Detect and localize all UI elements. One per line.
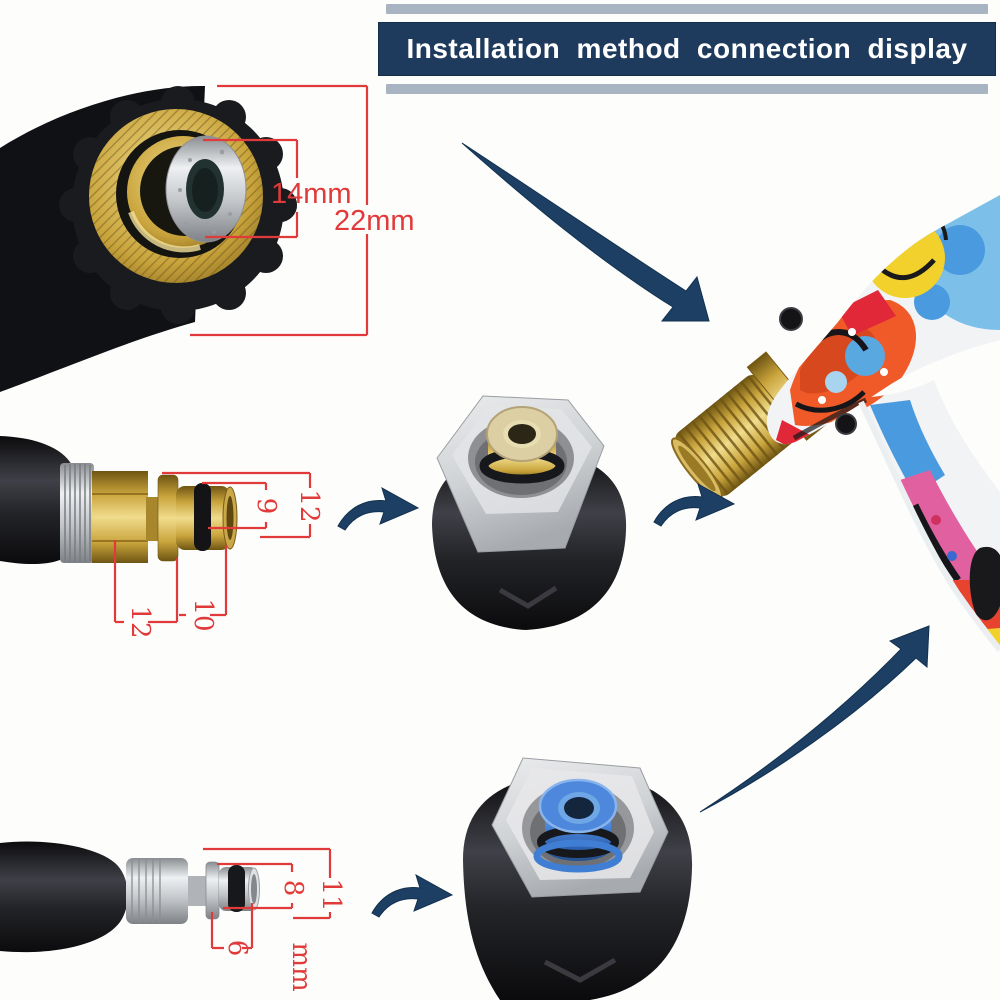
plug-flange [205, 861, 220, 920]
hose-connector-photo [0, 85, 297, 392]
plug-shaft [188, 876, 206, 906]
banner-box: Installation method connection display [378, 22, 996, 76]
plug-tip-bore [251, 874, 257, 904]
hex-facets [92, 493, 148, 542]
dim-label-14mm: 14mm [271, 178, 352, 210]
wand-grip [0, 841, 128, 953]
arrow-wand-to-adapter-bottom [371, 874, 453, 918]
knurl-lines [131, 859, 161, 923]
wand-plug-top-dimensions: 9 12 12 10 [113, 471, 324, 639]
plug-hex-nut [92, 471, 148, 563]
brass-highlight-arc [128, 210, 201, 253]
wand-chrome-plug-photo [0, 841, 260, 953]
arrow-wand-to-adapter [337, 487, 419, 531]
trigger-gun-photo [671, 195, 1000, 652]
gun-brass-thread [671, 351, 826, 500]
gun-screw-upper [779, 307, 803, 331]
grip-chrome-edge [858, 400, 1000, 652]
dim-label-mm: mm [286, 942, 316, 991]
wand-plug-bottom-dimensions: 8 11 6 mm [203, 847, 346, 992]
dim-label-8: 8 [278, 880, 308, 897]
banner-top-stripe [386, 4, 988, 14]
adapter-brass-photo [432, 395, 627, 630]
insert-base-ring [533, 839, 623, 873]
adapter-blue-photo [463, 757, 693, 1000]
dim-label-12-outer: 12 [294, 489, 324, 522]
plug-shaft [146, 497, 160, 541]
wand-grip [0, 436, 79, 565]
hose-connector-dimensions: 14mm 22mm [190, 84, 415, 337]
thread-end-bore [678, 445, 716, 492]
knurl-lines [64, 464, 91, 562]
rubber-molding-chevron [543, 957, 617, 983]
gun-trigger [969, 546, 1000, 621]
gun-body-and-grip [766, 195, 1000, 652]
plug-body [126, 858, 188, 924]
rubber-molding-chevron [498, 585, 558, 609]
insert-hole [564, 797, 594, 819]
plug-o-ring [228, 865, 245, 912]
dim-label-10: 10 [188, 598, 218, 631]
collar-speckles [178, 149, 232, 234]
insert-hole [508, 424, 536, 444]
bore-hole-inner [192, 168, 218, 212]
plug-o-ring [194, 483, 211, 551]
thread-ridges [678, 375, 799, 494]
wand-brass-plug-photo [0, 436, 238, 565]
plug-collar [157, 474, 179, 562]
title-banner: Installation method connection display [378, 4, 996, 94]
banner-title: Installation method connection display [406, 33, 968, 64]
dim-label-6: 6 [222, 940, 252, 957]
connection-arrows [337, 142, 930, 918]
dim-label-22mm: 22mm [334, 205, 415, 237]
gun-screw-lower [835, 413, 857, 435]
plug-tip-bore [226, 496, 234, 540]
banner-bottom-stripe [386, 84, 988, 94]
arrow-banner-to-gun [461, 142, 710, 322]
dim-label-12-tail: 12 [125, 605, 155, 638]
dim-label-9: 9 [251, 498, 281, 515]
arrow-adapter-to-gun-handle [699, 625, 930, 813]
dim-label-11: 11 [316, 878, 346, 911]
